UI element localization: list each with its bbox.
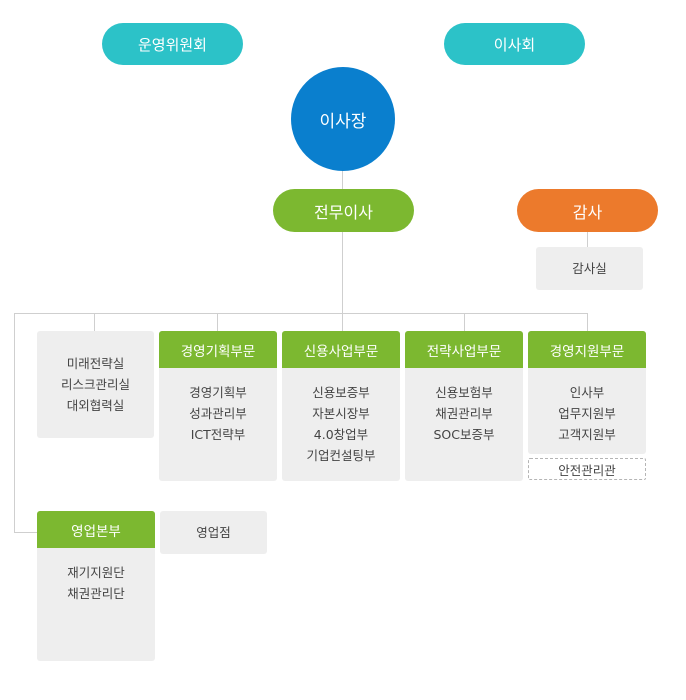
- connector-drop-div4: [587, 313, 588, 331]
- sales-item: 채권관리단: [67, 586, 125, 601]
- division-item: ICT전략부: [190, 427, 246, 442]
- connector-drop-div3: [464, 313, 465, 331]
- division-items: 경영기획부 성과관리부 ICT전략부: [189, 368, 247, 445]
- division-title: 경영기획부문: [159, 331, 277, 368]
- division-management-support: 경영지원부문 인사부 업무지원부 고객지원부: [528, 331, 646, 454]
- connector-audit: [587, 232, 588, 248]
- connector-horizontal-bus: [14, 313, 588, 314]
- division-item: 기업컨설팅부: [306, 448, 376, 463]
- division-title: 경영지원부문: [528, 331, 646, 368]
- division-item: 인사부: [569, 385, 605, 400]
- division-management-planning: 경영기획부문 경영기획부 성과관리부 ICT전략부: [159, 331, 277, 481]
- division-item: 자본시장부: [312, 406, 370, 421]
- connector-drop-staff: [94, 313, 95, 331]
- connector-to-sales: [14, 532, 38, 533]
- audit-office-node: 감사실: [536, 247, 643, 290]
- staff-office-item: 리스크관리실: [60, 377, 130, 392]
- staff-office-box: 미래전략실 리스크관리실 대외협력실: [37, 331, 154, 438]
- sales-item: 재기지원단: [67, 565, 125, 580]
- sales-title: 영업본부: [37, 511, 155, 548]
- division-items: 신용보험부 채권관리부 SOC보증부: [433, 368, 494, 445]
- connector-left-vertical: [14, 313, 15, 533]
- connector-drop-div2: [342, 313, 343, 331]
- division-strategic-business: 전략사업부문 신용보험부 채권관리부 SOC보증부: [405, 331, 523, 481]
- division-items: 신용보증부 자본시장부 4.0창업부 기업컨설팅부: [306, 368, 375, 466]
- branch-label: 영업점: [196, 525, 231, 540]
- staff-office-item: 대외협력실: [66, 398, 125, 413]
- branch-box: 영업점: [160, 511, 267, 554]
- division-item: 신용보험부: [435, 385, 493, 400]
- division-item: SOC보증부: [433, 427, 495, 442]
- connector-drop-div1: [217, 313, 218, 331]
- division-title: 전략사업부문: [405, 331, 523, 368]
- division-item: 경영기획부: [189, 385, 247, 400]
- connector-director-divisions: [342, 232, 343, 313]
- audit-office-label: 감사실: [572, 261, 607, 276]
- committee-node: 운영위원회: [102, 23, 243, 65]
- division-title: 신용사업부문: [282, 331, 400, 368]
- division-item: 4.0창업부: [313, 427, 369, 442]
- sales-headquarters: 영업본부 재기지원단 채권관리단: [37, 511, 155, 661]
- director-node: 전무이사: [273, 189, 414, 232]
- division-item: 신용보증부: [312, 385, 370, 400]
- staff-office-item: 미래전략실: [66, 356, 125, 371]
- division-item: 고객지원부: [558, 427, 616, 442]
- sales-items: 재기지원단 채권관리단: [67, 548, 125, 604]
- audit-node: 감사: [517, 189, 658, 232]
- division-item: 채권관리부: [435, 406, 493, 421]
- chairman-node: 이사장: [291, 67, 395, 171]
- safety-officer-box: 안전관리관: [528, 458, 646, 480]
- division-credit-business: 신용사업부문 신용보증부 자본시장부 4.0창업부 기업컨설팅부: [282, 331, 400, 481]
- division-items: 인사부 업무지원부 고객지원부: [558, 368, 616, 445]
- board-node: 이사회: [444, 23, 585, 65]
- division-item: 성과관리부: [189, 406, 247, 421]
- connector-chair-director: [342, 160, 343, 190]
- division-item: 업무지원부: [558, 406, 616, 421]
